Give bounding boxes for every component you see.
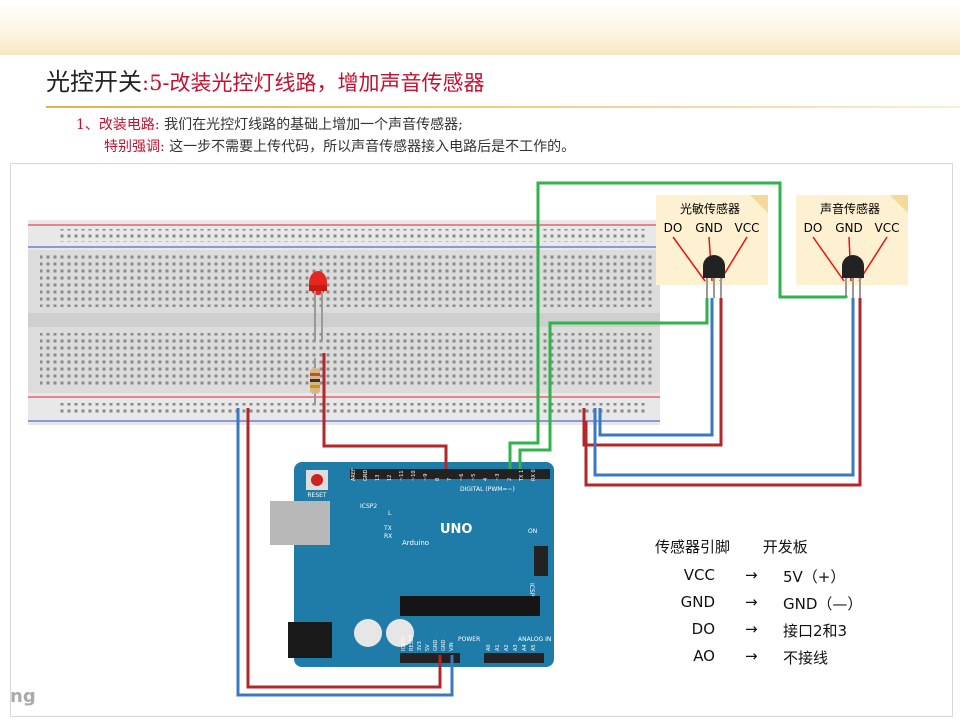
arrow-icon: → bbox=[745, 647, 758, 665]
board-model: UNO bbox=[440, 522, 473, 537]
analog-label: ANALOG IN bbox=[518, 636, 551, 643]
wire-sound-gnd bbox=[593, 298, 855, 477]
sensor-light-pin-gnd: GND bbox=[695, 221, 723, 235]
digital-pin-label: ~5 bbox=[471, 474, 477, 481]
led-l-label: L bbox=[388, 510, 392, 517]
title-main: 光控开关 bbox=[46, 68, 142, 96]
mapping-header-board: 开发板 bbox=[762, 538, 808, 556]
line1-text: 我们在光控灯线路的基础上增加一个声音传感器; bbox=[164, 117, 463, 133]
wire-sound-vcc bbox=[584, 298, 862, 487]
digital-pin-label: ~9 bbox=[423, 474, 429, 481]
led-rx-label: RX bbox=[384, 533, 392, 540]
sensor-sound-pin-gnd: GND bbox=[835, 221, 863, 235]
sensor-sound-name: 声音传感器 bbox=[820, 201, 880, 216]
mapping-pin: GND bbox=[680, 593, 715, 611]
arduino-board: RESET ICSP2 DIGITAL (PWM=~) UNO Arduino … bbox=[270, 462, 554, 667]
power-pin-label: IOREF bbox=[401, 636, 407, 651]
power-pin-label: VIN bbox=[449, 642, 455, 651]
wires bbox=[236, 181, 862, 697]
mapping-board: 5V（+） bbox=[783, 568, 846, 586]
on-label: ON bbox=[528, 528, 537, 535]
power-pin-label: 3V3 bbox=[417, 641, 423, 651]
digital-pin-label: 7 bbox=[447, 478, 453, 481]
mapping-header: 传感器引脚 开发板 bbox=[655, 536, 836, 557]
sensor-light-name: 光敏传感器 bbox=[680, 201, 740, 216]
digital-label: DIGITAL (PWM=~) bbox=[460, 486, 515, 493]
power-pin-label: GND bbox=[433, 639, 439, 651]
header-band bbox=[0, 0, 960, 55]
digital-pin-label: 2 bbox=[507, 478, 513, 481]
title-underline bbox=[46, 106, 960, 108]
sensor-light-pin-do: DO bbox=[664, 221, 683, 235]
title-sub: :5-改装光控灯线路，增加声音传感器 bbox=[142, 71, 485, 95]
arrow-icon: → bbox=[745, 620, 758, 638]
arrow-icon: → bbox=[745, 566, 758, 584]
analog-pin-label: A1 bbox=[495, 644, 501, 651]
wire-led-pin bbox=[322, 353, 448, 469]
digital-pin-label: RX 0 bbox=[531, 469, 537, 481]
sensor-sound-pin-vcc: VCC bbox=[875, 221, 900, 235]
digital-pin-label: 12 bbox=[387, 475, 393, 481]
power-label: POWER bbox=[458, 636, 480, 643]
analog-pin-label: A3 bbox=[513, 644, 519, 651]
line2-prefix: 特别强调: bbox=[104, 139, 165, 155]
mapping-pin: AO bbox=[693, 647, 715, 665]
digital-pin-label: TX 1 bbox=[519, 470, 525, 482]
digital-pin-label: GND bbox=[363, 469, 369, 481]
digital-pin-label: ~3 bbox=[495, 474, 501, 481]
wire-light-gnd bbox=[598, 298, 714, 437]
instruction-line-1: 1、改装电路: 我们在光控灯线路的基础上增加一个声音传感器; bbox=[76, 114, 463, 134]
digital-pin-label: 8 bbox=[435, 478, 441, 481]
mapping-pin: DO bbox=[691, 620, 715, 638]
breadboard bbox=[28, 220, 660, 425]
resistor bbox=[310, 358, 320, 405]
analog-pin-label: A5 bbox=[531, 644, 537, 651]
digital-pin-label: AREF bbox=[351, 468, 357, 481]
analog-pin-label: A0 bbox=[486, 644, 492, 651]
sensor-light-pin-vcc: VCC bbox=[735, 221, 760, 235]
mapping-board: 不接线 bbox=[783, 649, 829, 667]
mapping-board: 接口2和3 bbox=[783, 622, 848, 640]
power-pin-label: RESET bbox=[409, 634, 415, 651]
red-led bbox=[309, 271, 327, 341]
digital-pin-label: ~11 bbox=[399, 470, 405, 481]
line2-text: 这一步不需要上传代码，所以声音传感器接入电路后是不工作的。 bbox=[169, 139, 576, 155]
sensor-sound-pin-do: DO bbox=[804, 221, 823, 235]
led-tx-label: TX bbox=[383, 525, 392, 532]
mapping-board: GND（—） bbox=[783, 595, 863, 613]
board-brand: Arduino bbox=[402, 539, 429, 547]
line1-prefix: 1、改装电路: bbox=[76, 117, 160, 133]
circuit-diagram: 光敏传感器 DO GND VCC 声音传感器 DO GND VCC bbox=[28, 181, 908, 697]
wire-light-do bbox=[518, 298, 709, 469]
sensor-light: 光敏传感器 DO GND VCC bbox=[656, 195, 768, 298]
analog-pin-label: A4 bbox=[522, 644, 528, 651]
digital-pin-label: ~10 bbox=[411, 470, 417, 481]
digital-pin-label: ~6 bbox=[459, 474, 465, 481]
power-pin-label: GND bbox=[441, 639, 447, 651]
icsp2-label: ICSP2 bbox=[360, 503, 377, 510]
wire-gnd-board bbox=[236, 408, 454, 697]
analog-pin-label: A2 bbox=[504, 644, 510, 651]
wire-light-vcc bbox=[582, 298, 723, 447]
power-pin-label: 5V bbox=[425, 644, 431, 651]
icsp-label: ICSP bbox=[528, 583, 535, 597]
watermark: ng bbox=[10, 686, 36, 707]
mapping-header-sensor: 传感器引脚 bbox=[655, 538, 731, 556]
reset-label: RESET bbox=[307, 492, 327, 499]
instruction-line-2: 特别强调: 这一步不需要上传代码，所以声音传感器接入电路后是不工作的。 bbox=[104, 136, 575, 156]
sensor-sound: 声音传感器 DO GND VCC bbox=[796, 195, 908, 298]
wire-sound-do bbox=[508, 181, 848, 469]
mapping-pin: VCC bbox=[683, 566, 715, 584]
arrow-icon: → bbox=[745, 593, 758, 611]
slide-title: 光控开关:5-改装光控灯线路，增加声音传感器 bbox=[46, 62, 485, 97]
digital-pin-label: 4 bbox=[483, 478, 489, 481]
wire-5v-board bbox=[246, 408, 442, 689]
digital-pin-label: 13 bbox=[375, 475, 381, 481]
